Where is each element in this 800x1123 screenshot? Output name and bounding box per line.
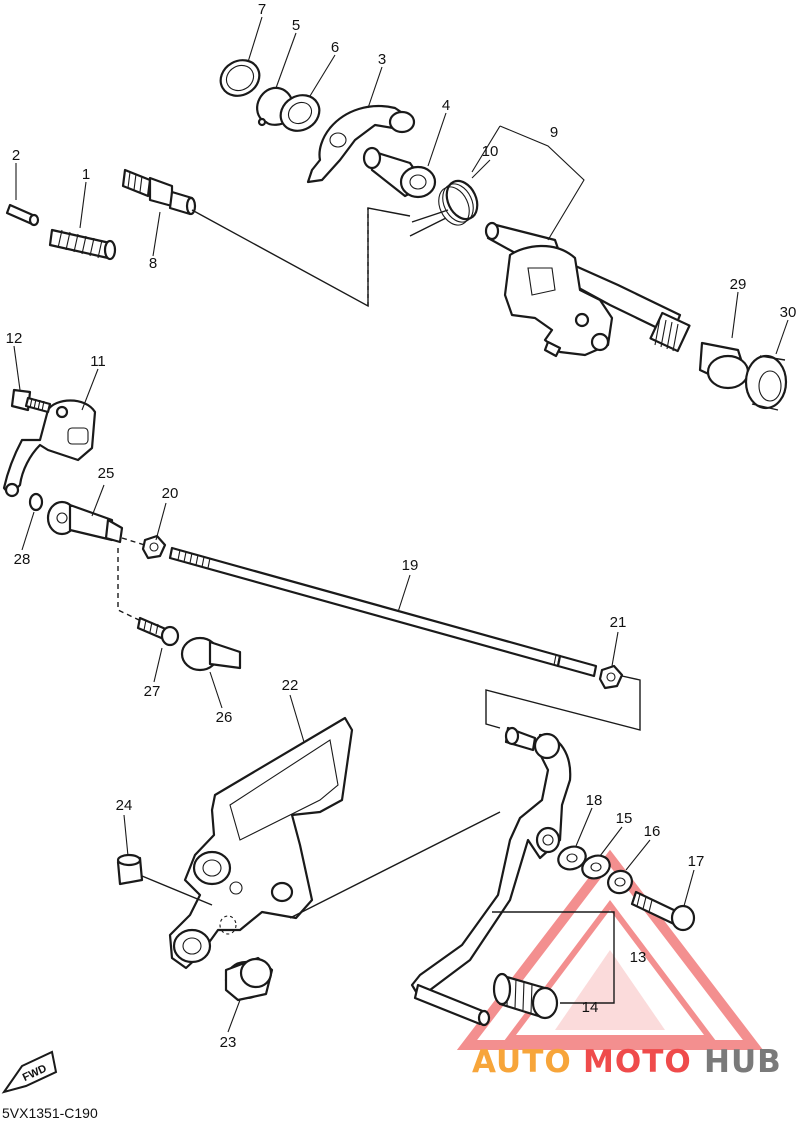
callout-29: 29: [730, 276, 747, 293]
callout-9: 9: [550, 124, 558, 141]
shift-rod-19: [168, 546, 598, 678]
joint-26: [180, 636, 242, 672]
callout-13: 13: [630, 949, 647, 966]
watermark-logo: [456, 849, 764, 1050]
circlip-7: [219, 59, 261, 97]
pedal-rubber-14: [492, 972, 559, 1020]
callout-26: 26: [216, 709, 233, 726]
callout-1: 1: [82, 166, 90, 183]
callout-12: 12: [6, 330, 23, 347]
leader-lines: [13, 16, 789, 1033]
assembly-bracket-13: [492, 911, 615, 1004]
callout-6: 6: [331, 39, 339, 56]
shift-pedal-13: [410, 732, 572, 1027]
callout-24: 24: [116, 797, 133, 814]
watermark-part3: HUB: [704, 1044, 782, 1080]
callout-15: 15: [616, 810, 633, 827]
callout-10: 10: [482, 143, 499, 160]
callout-8: 8: [149, 255, 157, 272]
bolt-pedal-top: [504, 726, 537, 752]
callout-3: 3: [378, 51, 386, 68]
callout-labels: 7 5 6 3 4 9 10 2 1 8 29 30 12 11 25 20 2…: [6, 1, 797, 1051]
footrest-bracket-22: [168, 716, 354, 970]
callout-18: 18: [586, 792, 603, 809]
washer-18: [557, 845, 587, 871]
washer-16: [607, 869, 633, 895]
spring-1: [48, 228, 117, 261]
collar-23: [224, 956, 274, 1002]
shift-arm-11: [2, 399, 97, 498]
assembly-line-21: [485, 675, 641, 731]
collar-4: [362, 146, 437, 199]
callout-22: 22: [282, 677, 299, 694]
diagram-code: 5VX1351-C190: [2, 1105, 98, 1121]
callout-20: 20: [162, 485, 179, 502]
bolt-17: [630, 890, 696, 932]
collar-29: [698, 341, 750, 390]
callout-16: 16: [644, 823, 661, 840]
callout-25: 25: [98, 465, 115, 482]
callout-27: 27: [144, 683, 161, 700]
watermark-part1: AUTO: [472, 1044, 572, 1080]
stud-bolt-8: [121, 168, 197, 216]
callout-14: 14: [582, 999, 599, 1016]
shift-shaft-9: [484, 221, 691, 358]
torsion-spring-10: [409, 179, 479, 237]
washer-28: [28, 492, 44, 512]
callout-23: 23: [220, 1034, 237, 1051]
washer-6: [279, 94, 321, 132]
callout-11: 11: [90, 353, 106, 370]
watermark-part2: MOTO: [583, 1044, 692, 1080]
fwd-arrow-icon: FWD: [1, 1050, 58, 1094]
pin-2: [5, 203, 40, 227]
callout-28: 28: [14, 551, 31, 568]
joint-25: [46, 500, 124, 544]
assembly-line-pedal: [289, 811, 501, 919]
assembly-line-8: [191, 207, 411, 308]
callout-17: 17: [688, 853, 705, 870]
washer-15: [581, 854, 611, 880]
callout-30: 30: [780, 304, 797, 321]
watermark-text: AUTO MOTO HUB: [472, 1044, 782, 1080]
shift-guide-3: [306, 104, 416, 184]
callout-5: 5: [292, 17, 300, 34]
bolt-12: [10, 388, 52, 414]
callout-7: 7: [258, 1, 266, 18]
callout-2: 2: [12, 147, 20, 164]
bolt-27: [136, 616, 180, 647]
nut-20: [141, 534, 167, 560]
callout-21: 21: [610, 614, 627, 631]
callout-19: 19: [402, 557, 419, 574]
assembly-line-24: [141, 875, 213, 906]
nut-21: [598, 664, 624, 690]
collar-24: [116, 853, 144, 886]
callout-4: 4: [442, 97, 450, 114]
oil-seal-30: [744, 354, 788, 411]
